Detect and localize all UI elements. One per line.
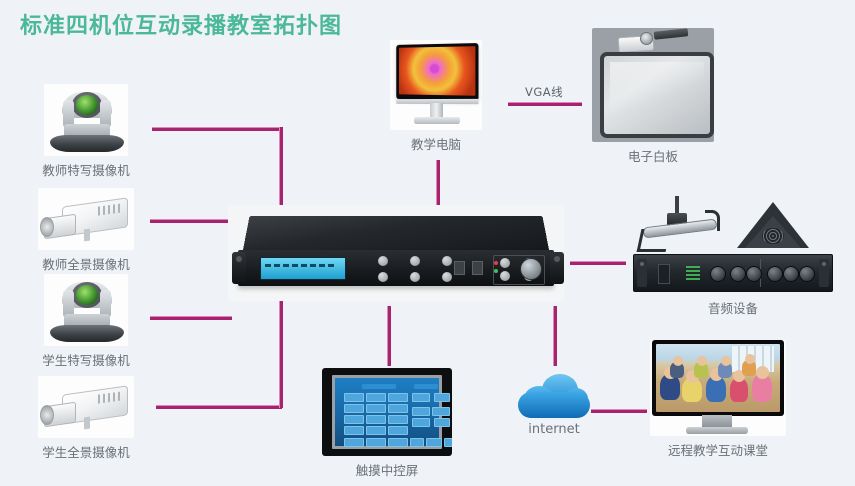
server-button-group [378,256,488,282]
node-label: 教师特写摄像机 [42,163,130,178]
vga-cable-label: VGA线 [525,85,564,99]
node-label: 教学电脑 [410,137,461,152]
node-touch-control-panel[interactable]: 触摸中控屏 [322,368,452,479]
link-teacher-closeup-horizontal [152,127,282,131]
node-teacher-closeup-camera[interactable]: 教师特写摄像机 [22,84,150,179]
server-port-group [450,259,510,281]
node-recording-server[interactable] [228,205,564,301]
server-power-knob[interactable] [520,258,542,280]
audio-amplifier-icon [633,254,833,292]
ptz-camera-icon [44,84,128,156]
node-label: 音频设备 [707,301,758,316]
audio-mixer-icon [630,196,836,294]
node-electronic-whiteboard[interactable]: 电子白板 [592,28,714,165]
link-vga-cable [508,102,582,106]
ceiling-microphone-icon [636,196,721,252]
link-recorder-to-internet [553,306,557,366]
cloud-icon [518,372,590,420]
link-student-panoramic-horizontal [156,405,282,409]
node-student-closeup-camera[interactable]: 学生特写摄像机 [22,274,150,369]
node-label: 学生特写摄像机 [42,353,130,368]
desktop-monitor-icon [390,40,482,130]
server-lcd-display [260,257,346,280]
page-title: 标准四机位互动录播教室拓扑图 [20,14,343,39]
touch-panel-icon [322,368,452,456]
link-internet-to-remote-classroom [591,409,647,413]
link-recorder-to-audio [570,261,626,265]
node-label: 电子白板 [627,149,678,164]
box-camera-icon [38,376,134,438]
conference-microphone-icon [737,202,809,252]
link-teacher-closeup-vertical [279,127,283,212]
box-camera-icon [38,188,134,250]
link-teacher-panoramic [150,219,230,223]
node-label: 远程教学互动课堂 [667,443,768,458]
whiteboard-icon [592,28,714,142]
link-student-panoramic-vertical [279,296,283,408]
rack-server-icon [228,205,564,301]
node-audio-equipment[interactable]: 音频设备 [630,196,836,317]
node-teaching-computer[interactable]: 教学电脑 [390,40,482,153]
node-label: 学生全景摄像机 [42,445,130,460]
node-remote-classroom[interactable]: 远程教学互动课堂 [650,340,786,459]
link-computer-to-recorder [436,160,440,212]
node-teacher-panoramic-camera[interactable]: 教师全景摄像机 [22,188,150,273]
classroom-monitor-icon [650,340,786,436]
link-student-closeup [150,316,232,320]
link-recorder-to-touch-panel [387,306,391,366]
node-internet-cloud[interactable]: internet [518,372,590,437]
node-label: 教师全景摄像机 [42,257,130,272]
node-label: 触摸中控屏 [355,463,419,478]
ptz-camera-icon [44,274,128,346]
node-label: internet [528,422,580,437]
node-student-panoramic-camera[interactable]: 学生全景摄像机 [22,376,150,461]
